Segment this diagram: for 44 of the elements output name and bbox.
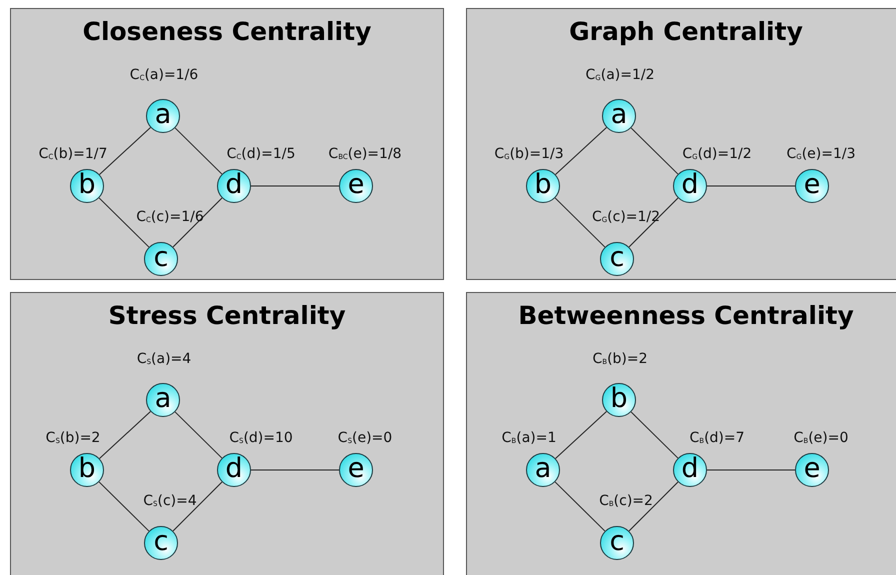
panel-title: Closeness Centrality — [82, 17, 372, 46]
vertex-label: d — [681, 454, 699, 482]
diagram-panel — [466, 8, 896, 280]
vertex-label: d — [225, 454, 243, 482]
vertex-label: b — [78, 170, 96, 198]
vertex-label: b — [78, 454, 96, 482]
panel-title: Graph Centrality — [568, 17, 804, 46]
edge-line — [98, 197, 150, 248]
edge-line — [630, 127, 678, 175]
panel-title: Stress Centrality — [107, 301, 347, 330]
edge-line — [555, 127, 607, 175]
edge-line — [99, 127, 151, 175]
edge-line — [630, 411, 678, 459]
edge-line — [628, 198, 678, 248]
vertex-label: c — [610, 244, 624, 270]
vertex-label: e — [348, 454, 364, 482]
vertex-label: a — [610, 100, 628, 128]
edge-line — [628, 482, 678, 532]
edge-line — [555, 411, 607, 459]
diagram-panel — [10, 8, 444, 280]
vertex-label: e — [348, 170, 364, 198]
vertex-label: c — [154, 528, 168, 554]
edge-line — [172, 198, 222, 248]
vertex-label: a — [154, 384, 172, 412]
edge-line — [174, 411, 222, 459]
vertex-label: a — [154, 100, 172, 128]
edge-line — [99, 411, 151, 459]
edge-line — [172, 482, 222, 532]
vertex-label: b — [534, 170, 552, 198]
edge-line — [554, 481, 606, 532]
vertex-label: e — [804, 454, 820, 482]
vertex-label: a — [534, 454, 552, 482]
vertex-label: e — [804, 170, 820, 198]
vertex-label: d — [681, 170, 699, 198]
edge-line — [554, 197, 606, 248]
vertex-label: c — [154, 244, 168, 270]
vertex-label: b — [610, 384, 628, 412]
diagram-panel — [466, 292, 896, 575]
edge-line — [98, 481, 150, 532]
vertex-label: d — [225, 170, 243, 198]
panel-title: Betweenness Centrality — [517, 301, 855, 330]
vertex-label: c — [610, 528, 624, 554]
edge-line — [174, 127, 222, 175]
diagram-panel — [10, 292, 444, 575]
